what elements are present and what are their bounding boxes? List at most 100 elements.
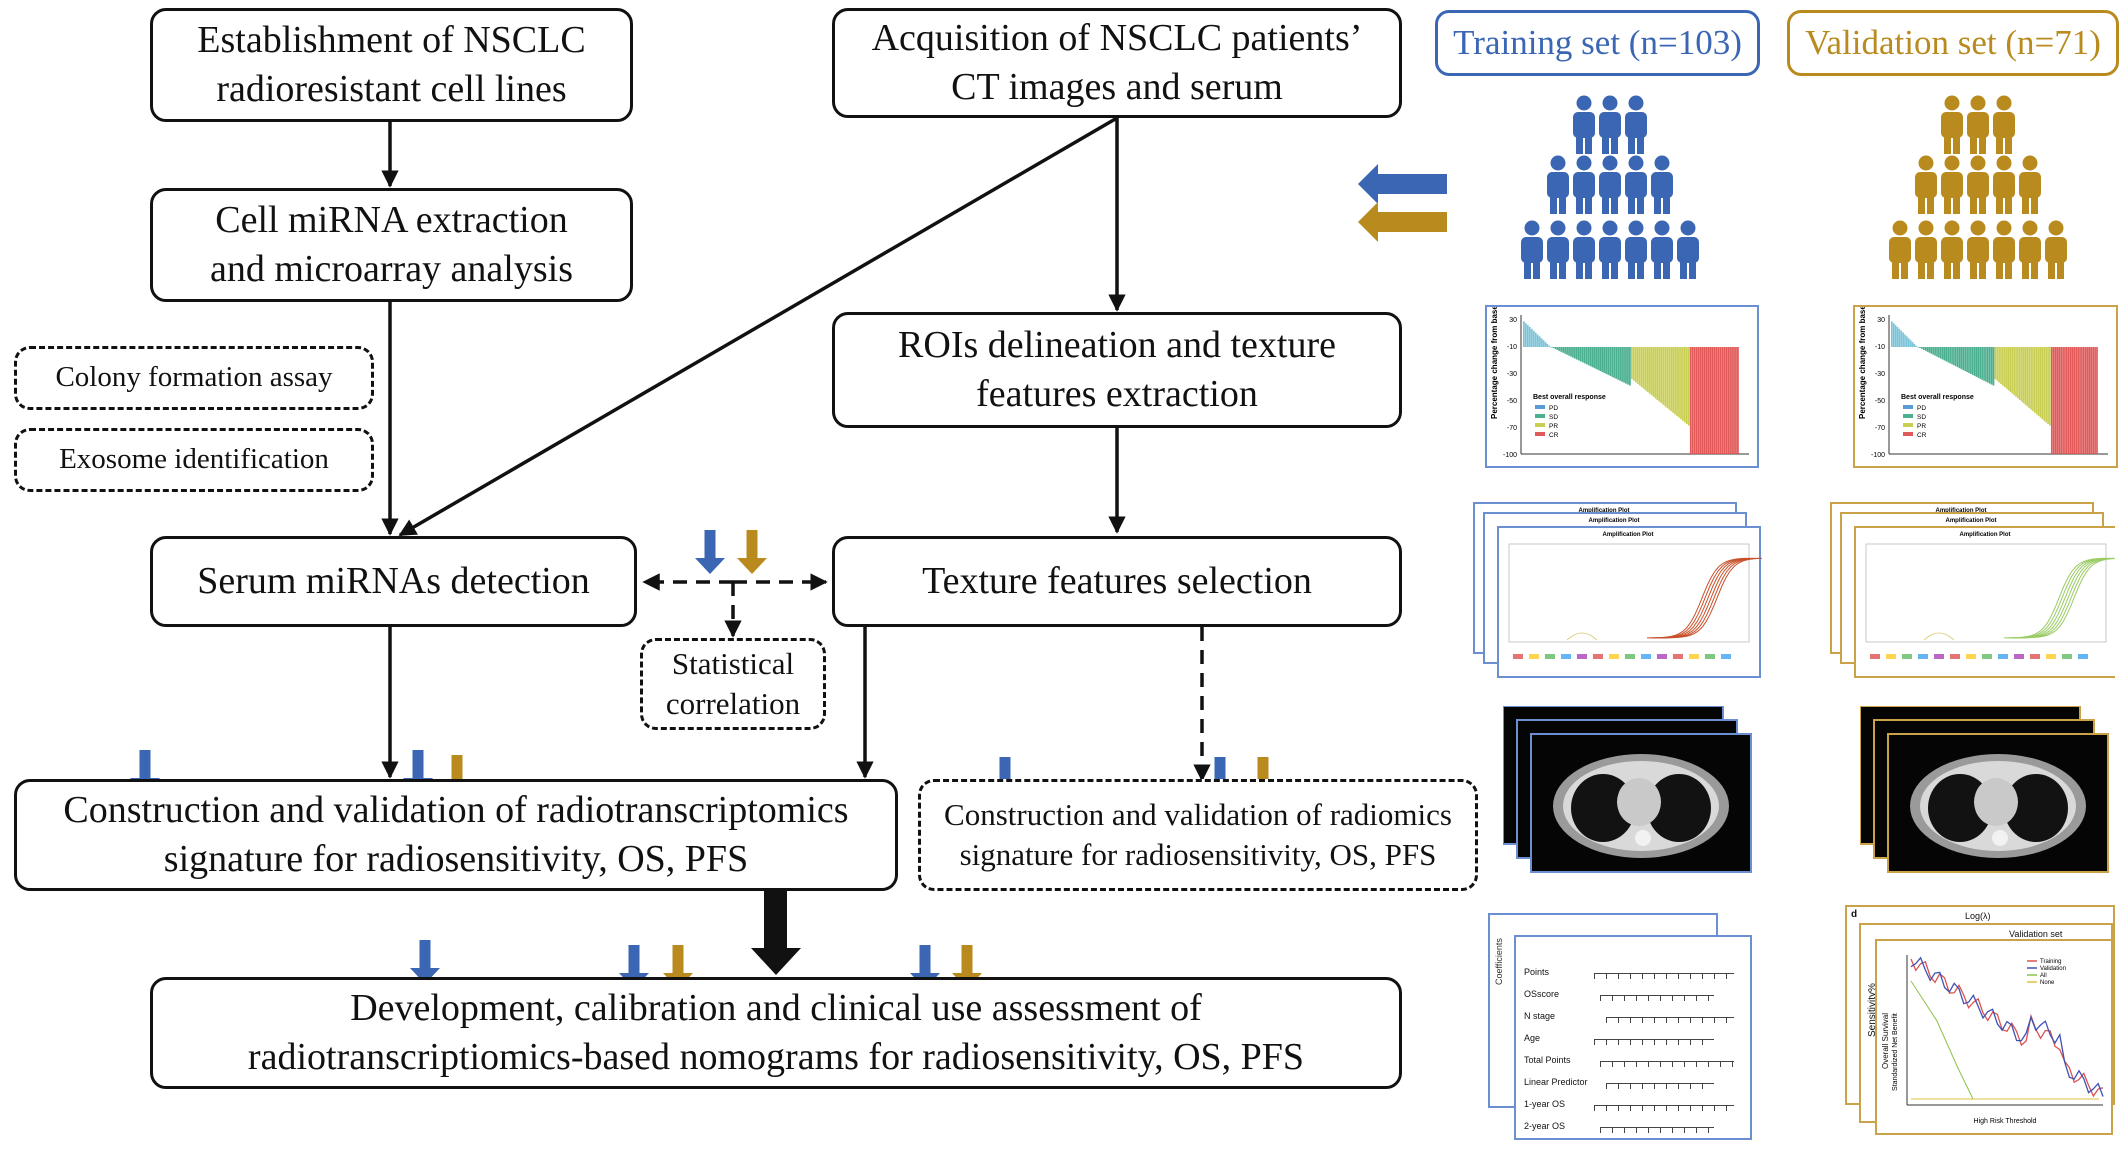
box-texture-selection-text: Texture features selection: [922, 559, 1312, 602]
waterfall-bar: [1922, 347, 1925, 350]
waterfall-bar: [1562, 347, 1565, 353]
waterfall-bar: [1625, 347, 1627, 384]
waterfall-bar: [1960, 347, 1963, 370]
waterfall-bar: [1676, 347, 1678, 417]
waterfall-bar: [1548, 345, 1551, 347]
waterfall-bar: [1607, 347, 1610, 375]
waterfall-bar: [2088, 347, 2091, 454]
waterfall-bar: [1699, 347, 1702, 454]
waterfall-bar: [1615, 347, 1618, 379]
person-figure: [1993, 155, 2015, 214]
waterfall-legend-swatch: [1535, 423, 1545, 427]
training-ct-scan: [1502, 705, 1752, 873]
amplification-well: [1705, 654, 1715, 659]
waterfall-y-tick: -50: [1875, 398, 1885, 405]
waterfall-y-label: Percentage change from baseline: [1490, 307, 1499, 419]
waterfall-bar: [1684, 347, 1686, 423]
waterfall-legend-label: CR: [1917, 432, 1927, 439]
waterfall-legend-swatch: [1903, 414, 1913, 418]
person-figure: [1889, 220, 1911, 279]
waterfall-bar: [1970, 347, 1972, 374]
waterfall-bar: [1634, 347, 1637, 383]
waterfall-bar: [2047, 347, 2049, 425]
waterfall-bar: [2056, 347, 2059, 454]
waterfall-bar: [1585, 347, 1588, 365]
amplification-well: [2078, 654, 2088, 659]
person-figure: [1967, 95, 1989, 154]
nomogram-row: Linear Predictor: [1524, 1075, 1744, 1095]
waterfall-bar: [2050, 347, 2053, 454]
waterfall-y-tick: -50: [1507, 398, 1517, 405]
waterfall-bar: [1928, 347, 1931, 353]
waterfall-bar: [1981, 347, 1984, 380]
waterfall-bar: [1973, 347, 1976, 376]
waterfall-bar: [1597, 347, 1600, 371]
waterfall-bar: [1660, 347, 1663, 404]
waterfall-bar: [1945, 347, 1948, 362]
waterfall-bar: [2096, 347, 2098, 454]
waterfall-bar: [2082, 347, 2085, 454]
nomogram-row-label: Linear Predictor: [1524, 1077, 1588, 1087]
person-figure: [1599, 220, 1621, 279]
validation-flow-arrow: [1358, 202, 1447, 242]
waterfall-bar: [1646, 347, 1649, 392]
person-figure: [1967, 220, 1989, 279]
waterfall-bar: [1917, 347, 1920, 348]
waterfall-bar: [2002, 347, 2004, 386]
waterfall-bar: [1713, 347, 1716, 454]
waterfall-bar: [1697, 347, 1700, 454]
waterfall-bar: [1680, 347, 1682, 420]
waterfall-bar: [1966, 347, 1968, 373]
waterfall-bar: [1654, 347, 1657, 399]
nomogram-row-scale: [1600, 1061, 1734, 1067]
person-figure: [1941, 155, 1963, 214]
waterfall-bar: [1723, 347, 1726, 454]
waterfall-bar: [2077, 347, 2079, 454]
waterfall-bar: [1670, 347, 1673, 412]
person-figure: [2045, 220, 2067, 279]
nomogram-row-label: 1-year OS: [1524, 1099, 1566, 1109]
waterfall-bar: [1990, 347, 1993, 385]
waterfall-bar: [1668, 347, 1671, 410]
waterfall-bar: [2090, 347, 2093, 454]
waterfall-bar: [1682, 347, 1684, 421]
waterfall-bar: [1707, 347, 1710, 454]
waterfall-bar: [1701, 347, 1704, 454]
amplification-well: [1689, 654, 1699, 659]
waterfall-bar: [1589, 347, 1592, 367]
nomogram-row: 2-year OS: [1524, 1119, 1744, 1139]
waterfall-y-tick: -10: [1875, 344, 1885, 351]
waterfall-bar: [1956, 347, 1959, 368]
validation-set-caption: Validation set: [2009, 929, 2063, 939]
waterfall-bar: [1904, 334, 1906, 347]
waterfall-bar: [1988, 347, 1991, 384]
waterfall-legend-label: CR: [1549, 432, 1559, 439]
ct-slice: [1530, 733, 1752, 873]
waterfall-bar: [1650, 347, 1653, 396]
waterfall-y-tick: -100: [1503, 452, 1517, 459]
waterfall-bar: [2075, 347, 2078, 454]
waterfall-bar: [2035, 347, 2038, 415]
amplification-bump: [1923, 632, 1955, 641]
waterfall-bar: [1951, 347, 1953, 365]
waterfall-bar: [1709, 347, 1712, 454]
waterfall-bar: [1693, 347, 1696, 454]
ct-lung-right: [1647, 774, 1711, 842]
nomogram-row: Points: [1524, 965, 1744, 985]
waterfall-bar: [2003, 347, 2006, 388]
waterfall-bar: [2007, 347, 2010, 391]
waterfall-bar: [2037, 347, 2040, 417]
training-marker-arrow: [695, 530, 725, 574]
box-acquisition-text: Acquisition of NSCLC patients’ CT images…: [871, 16, 1363, 108]
waterfall-bar: [2052, 347, 2055, 454]
waterfall-bar: [1570, 347, 1572, 357]
waterfall-bar: [2081, 347, 2083, 454]
